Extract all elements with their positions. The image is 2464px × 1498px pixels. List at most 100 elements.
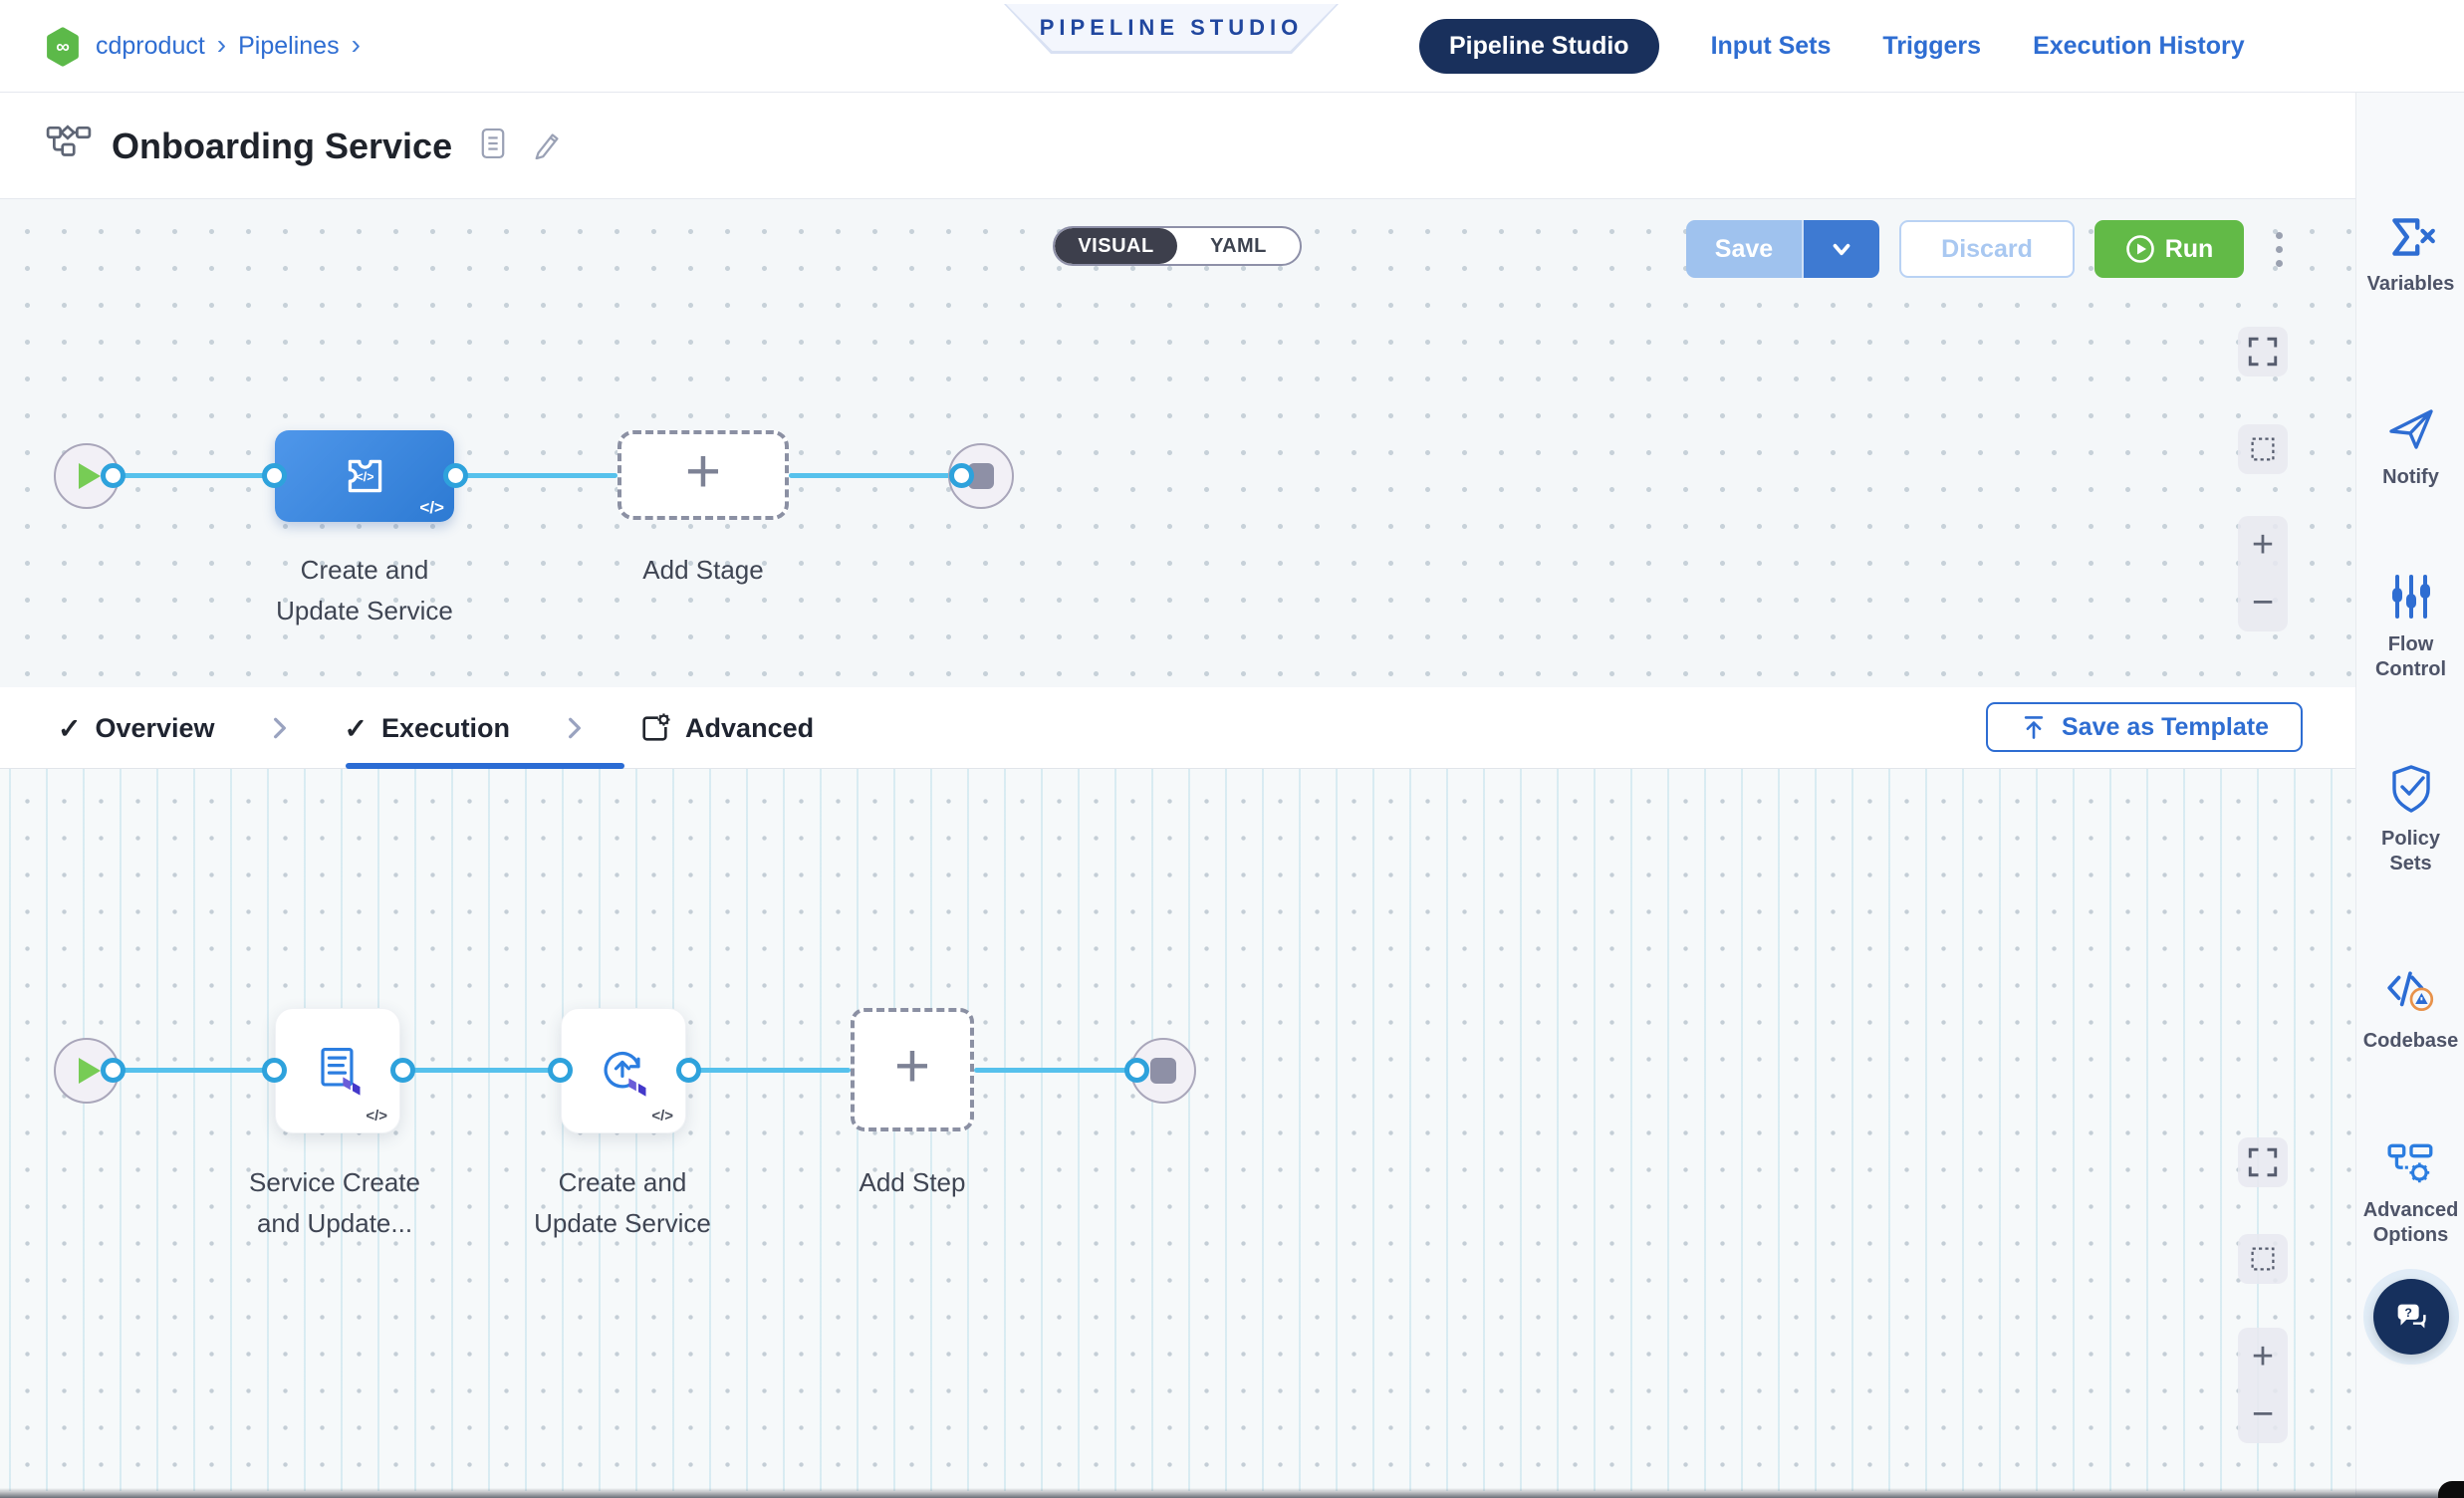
save-dropdown-button[interactable] — [1804, 220, 1879, 278]
paper-plane-icon — [2388, 409, 2433, 449]
tab-overview[interactable]: ✓ Overview — [58, 712, 215, 745]
edit-pencil-icon[interactable] — [532, 127, 564, 164]
pipeline-toolbar: Onboarding Service VISUAL YAML Save — [0, 93, 2464, 278]
nav-tab-pipeline-studio[interactable]: Pipeline Studio — [1419, 19, 1659, 74]
stage-node-create-and-update-service[interactable]: </> </> — [275, 430, 454, 522]
upload-icon — [2024, 716, 2044, 739]
tab-overview-label: Overview — [95, 712, 215, 743]
end-in-port[interactable] — [949, 463, 974, 488]
window-bottom-edge — [0, 1488, 2464, 1498]
end-in-port[interactable] — [1124, 1058, 1149, 1083]
sidebar-item-codebase[interactable]: Codebase — [2356, 967, 2464, 1054]
marquee-select-icon[interactable] — [2238, 1234, 2288, 1284]
script-terraform-icon — [321, 1047, 361, 1096]
fullscreen-icon[interactable] — [2238, 1137, 2288, 1187]
description-icon[interactable] — [480, 127, 506, 164]
tab-execution[interactable]: ✓ Execution — [345, 712, 511, 745]
breadcrumb-separator: › — [216, 28, 227, 60]
breadcrumb-pipelines[interactable]: Pipelines — [238, 32, 340, 60]
start-play-icon — [79, 1058, 101, 1084]
sigma-x-icon — [2391, 218, 2435, 256]
start-out-port[interactable] — [101, 1058, 125, 1083]
fullscreen-icon[interactable] — [2238, 327, 2288, 376]
chevron-right-icon — [273, 717, 286, 739]
execution-start-node[interactable] — [54, 1038, 120, 1104]
edge-step2-to-addstep — [688, 1068, 851, 1073]
add-stage-button[interactable]: + — [617, 430, 789, 520]
top-header: ∞ cdproduct › Pipelines › PIPELINE STUDI… — [0, 0, 2464, 93]
sidebar-item-flow-control[interactable]: Flow Control — [2356, 573, 2464, 682]
marquee-select-icon[interactable] — [2238, 424, 2288, 474]
save-as-template-label: Save as Template — [2062, 712, 2269, 741]
svg-text:</>: </> — [357, 470, 374, 484]
breadcrumb-project[interactable]: cdproduct — [96, 32, 205, 60]
top-navigation: Pipeline Studio Input Sets Triggers Exec… — [1419, 0, 2245, 93]
code-warning-icon — [2386, 971, 2433, 1012]
step1-label: Service Create and Update... — [249, 1167, 420, 1239]
zoom-controls: + − — [2238, 1328, 2288, 1443]
add-step-button[interactable]: + — [851, 1008, 974, 1131]
edge-addstage-to-end — [789, 473, 962, 478]
edge-stage-to-addstage — [456, 473, 617, 478]
pipeline-title: Onboarding Service — [112, 125, 453, 166]
svg-text:∞: ∞ — [56, 37, 70, 58]
toggle-visual[interactable]: VISUAL — [1055, 228, 1177, 264]
check-icon: ✓ — [344, 712, 369, 744]
add-stage-label: Add Stage — [642, 555, 764, 585]
step-node-service-create-and-update[interactable]: </> — [275, 1008, 400, 1133]
run-button-label: Run — [2164, 234, 2214, 263]
sidebar-item-label: Policy Sets — [2381, 828, 2440, 874]
tab-advanced[interactable]: Advanced — [639, 712, 814, 744]
save-button[interactable]: Save — [1686, 220, 1804, 278]
tab-execution-label: Execution — [381, 712, 511, 743]
sidebar-item-variables[interactable]: Variables — [2356, 214, 2464, 297]
edge-start-to-stage — [114, 473, 275, 478]
svg-text:?: ? — [2404, 1306, 2412, 1320]
nav-tab-triggers[interactable]: Triggers — [1882, 32, 1982, 60]
zoom-out-button[interactable]: − — [2251, 1392, 2275, 1435]
run-button[interactable]: Run — [2094, 220, 2244, 278]
step1-out-port[interactable] — [390, 1058, 415, 1083]
chevron-down-icon — [1833, 243, 1850, 256]
template-gear-icon — [642, 713, 670, 741]
discard-button[interactable]: Discard — [1899, 220, 2075, 278]
sidebar-item-policy-sets[interactable]: Policy Sets — [2356, 763, 2464, 876]
step-code-badge: </> — [651, 1108, 673, 1124]
zoom-in-button[interactable]: + — [2251, 1335, 2275, 1377]
save-as-template-button[interactable]: Save as Template — [1986, 702, 2303, 752]
plus-icon: + — [684, 437, 722, 506]
stage-canvas[interactable]: </> </> + Create and Update Service Add … — [0, 199, 2355, 687]
zoom-in-button[interactable]: + — [2251, 523, 2275, 566]
more-options-kebab-icon[interactable] — [2268, 224, 2291, 275]
step-node-create-and-update-service[interactable]: </> — [561, 1008, 686, 1133]
pipeline-studio-banner: PIPELINE STUDIO — [1004, 4, 1339, 54]
start-out-port[interactable] — [101, 463, 125, 488]
play-circle-icon — [2125, 235, 2154, 263]
sidebar-item-label: Codebase — [2362, 1030, 2459, 1052]
nav-tab-execution-history[interactable]: Execution History — [2033, 32, 2245, 60]
sidebar-item-advanced-options[interactable]: Advanced Options — [2356, 1140, 2464, 1248]
help-chat-button[interactable]: ? — [2373, 1279, 2449, 1355]
pipeline-studio-banner-label: PIPELINE STUDIO — [1006, 4, 1337, 51]
sidebar-item-label: Advanced Options — [2362, 1199, 2459, 1246]
step2-label: Create and Update Service — [534, 1167, 711, 1239]
harness-logo-icon[interactable]: ∞ — [44, 27, 82, 67]
pipeline-flowchart-icon — [46, 123, 92, 169]
zoom-controls: + − — [2238, 516, 2288, 631]
sidebar-item-label: Notify — [2382, 466, 2439, 488]
step2-out-port[interactable] — [676, 1058, 701, 1083]
nav-tab-input-sets[interactable]: Input Sets — [1710, 32, 1832, 60]
step1-in-port[interactable] — [262, 1058, 287, 1083]
sidebar-item-label: Flow Control — [2374, 633, 2447, 680]
zoom-out-button[interactable]: − — [2251, 581, 2275, 624]
step2-in-port[interactable] — [548, 1058, 573, 1083]
stage-in-port[interactable] — [262, 463, 287, 488]
stage-out-port[interactable] — [443, 463, 468, 488]
edge-step1-to-step2 — [402, 1068, 561, 1073]
sidebar-item-notify[interactable]: Notify — [2356, 401, 2464, 490]
execution-canvas[interactable]: </> </> + Service Create and Update... C… — [0, 769, 2355, 1491]
sliders-icon — [2391, 575, 2430, 619]
flowchart-gear-icon — [2386, 1143, 2432, 1183]
toggle-yaml[interactable]: YAML — [1210, 234, 1267, 257]
plus-icon: + — [893, 1032, 931, 1101]
